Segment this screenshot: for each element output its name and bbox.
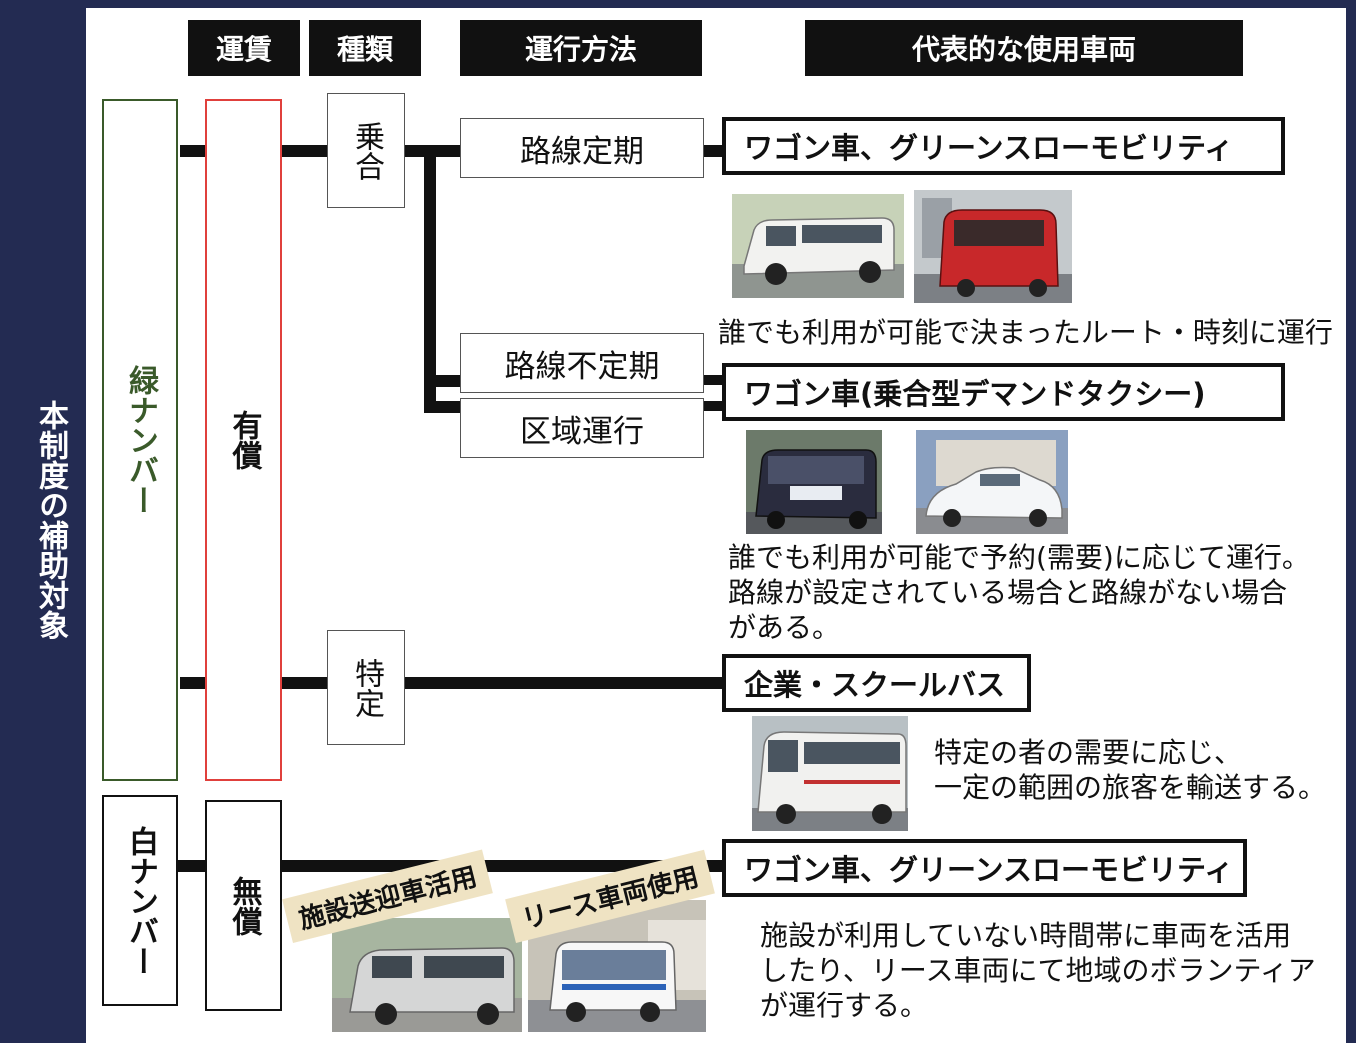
method-area-box: 区域運行 <box>460 398 704 458</box>
description-white: 施設が利用していない時間帯に車両を活用 したり、リース車両にて地域のボランティア… <box>760 919 1316 1022</box>
connector-line <box>424 375 464 387</box>
connector-line <box>700 375 728 385</box>
red-bus-photo <box>914 190 1072 303</box>
header-method: 運行方法 <box>460 20 702 76</box>
vehicle-label-bus: 企業・スクールバス <box>722 654 1031 712</box>
connector-line <box>424 401 464 413</box>
school-bus-photo <box>752 716 908 831</box>
white-plate-label: 白ナンバー <box>123 825 158 976</box>
description-demand: 誰でも利用が可能で予約(需要)に応じて運行。 路線が設定されている場合と路線がな… <box>728 541 1310 644</box>
header-fare: 運賃 <box>188 20 300 76</box>
sidebar <box>0 0 86 1043</box>
type-specific-label: 特定 <box>349 657 384 718</box>
green-plate-box: 緑ナンバー <box>102 99 178 781</box>
green-plate-label: 緑ナンバー <box>123 365 158 515</box>
type-shared-box: 乗合 <box>327 93 405 208</box>
description-bus: 特定の者の需要に応じ、 一定の範囲の旅客を輸送する。 <box>934 736 1327 804</box>
header-type: 種類 <box>309 20 421 76</box>
type-specific-box: 特定 <box>327 630 405 745</box>
free-fare-box: 無償 <box>205 800 282 1011</box>
white-plate-box: 白ナンバー <box>102 795 178 1006</box>
vehicle-label-regular: ワゴン車、グリーンスローモビリティ <box>722 117 1285 175</box>
connector-line <box>180 677 728 689</box>
paid-fare-box: 有償 <box>205 99 282 781</box>
van-photo <box>732 194 904 298</box>
vehicle-label-demand: ワゴン車(乗合型デマンドタクシー) <box>722 363 1285 421</box>
free-fare-label: 無償 <box>226 875 262 936</box>
vehicle-label-white: ワゴン車、グリーンスローモビリティ <box>722 839 1247 897</box>
top-border <box>86 0 1356 8</box>
facility-van-photo <box>332 918 522 1032</box>
method-irregular-box: 路線不定期 <box>460 333 704 393</box>
header-vehicle: 代表的な使用車両 <box>805 20 1243 76</box>
lease-vehicle-photo <box>528 900 706 1032</box>
description-regular: 誰でも利用が可能で決まったルート・時刻に運行 <box>718 316 1333 349</box>
method-regular-box: 路線定期 <box>460 118 704 178</box>
connector-line <box>700 401 728 411</box>
sidebar-title: 本制度の補助対象 <box>33 400 68 640</box>
paid-fare-label: 有償 <box>226 410 262 470</box>
right-border <box>1346 0 1356 1043</box>
taxi-photo <box>916 430 1068 534</box>
connector-line <box>424 145 436 413</box>
type-shared-label: 乗合 <box>349 120 384 181</box>
demand-van-photo <box>746 430 882 534</box>
connector-line <box>700 145 728 157</box>
